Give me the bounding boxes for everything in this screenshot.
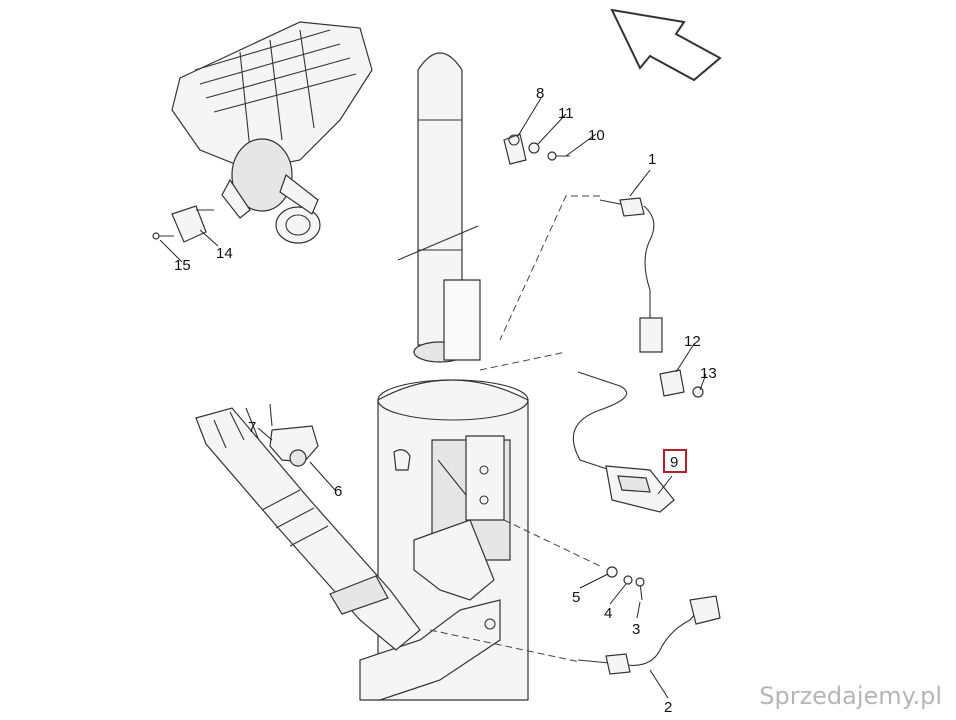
callout-2: 2 — [664, 699, 672, 716]
part-9-nox-sensor — [572, 371, 675, 513]
orientation-arrow — [610, 8, 722, 82]
part-3-bolt — [635, 577, 645, 601]
part-13-bolt — [692, 386, 704, 398]
callout-12: 12 — [684, 333, 701, 350]
callout-11: 11 — [558, 105, 574, 122]
callout-3: 3 — [632, 621, 640, 638]
callout-9: 9 — [670, 454, 678, 471]
callout-15: 15 — [174, 257, 191, 274]
part-7-bolt — [269, 403, 273, 427]
part-12-clip — [659, 369, 685, 397]
callout-5: 5 — [572, 589, 580, 606]
callout-1: 1 — [648, 151, 656, 168]
part-5-nut — [606, 566, 618, 578]
routing-lines — [429, 195, 601, 663]
callout-9-highlight — [663, 449, 687, 473]
part-14-bracket — [171, 205, 214, 243]
part-10-bolt — [547, 151, 570, 161]
part-8-grommet — [503, 133, 527, 165]
flex-inlet-pipe — [195, 407, 421, 651]
part-15-bolt — [152, 232, 174, 240]
part-11-washer — [528, 142, 540, 154]
part-2-temperature-sensor — [577, 595, 721, 675]
watermark: Sprzedajemy.pl — [759, 682, 942, 710]
dpf-canister — [171, 21, 373, 244]
part-6-clamp — [269, 425, 319, 467]
callout-14: 14 — [216, 245, 233, 262]
callout-7: 7 — [248, 419, 256, 436]
callout-10: 10 — [588, 127, 605, 144]
part-1-temperature-sensor — [599, 197, 663, 353]
callout-4: 4 — [604, 605, 612, 622]
callouts: 1 2 3 4 5 6 7 8 9 10 11 12 13 14 15 — [174, 85, 717, 716]
part-4-washer — [623, 575, 633, 585]
callout-6: 6 — [334, 483, 342, 500]
mounting-bracket — [359, 279, 505, 701]
leader-lines — [159, 97, 707, 699]
callout-8: 8 — [536, 85, 544, 102]
callout-13: 13 — [700, 365, 717, 382]
